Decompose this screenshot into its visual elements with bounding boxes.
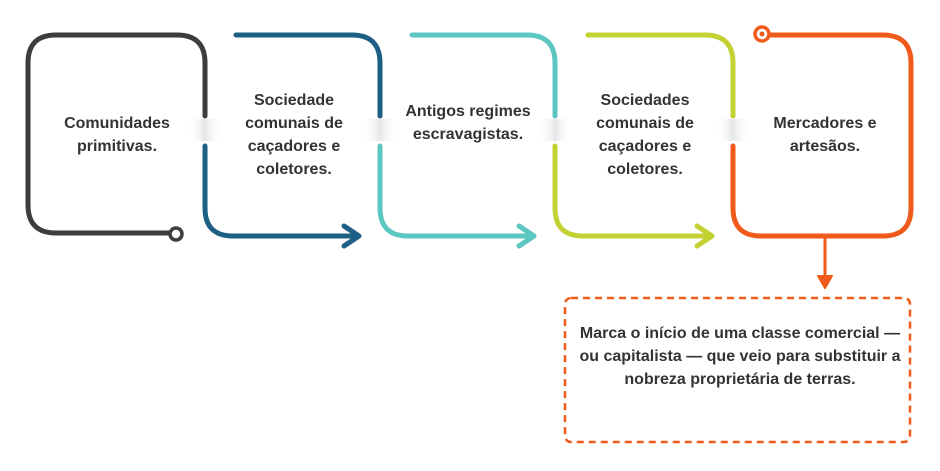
start-circle-icon	[168, 226, 184, 242]
step-1-label: Comunidades primitivas.	[64, 115, 170, 155]
stage-2-line	[202, 143, 360, 239]
note-box-border	[563, 296, 912, 444]
stage-4-top-line	[585, 32, 736, 119]
connector-fade-4	[716, 119, 750, 141]
stage-1-line	[25, 32, 208, 236]
step-5-label: Mercadores e artesãos.	[773, 115, 877, 155]
connector-fade-2	[363, 119, 397, 141]
stage-4-arrow-icon	[694, 223, 715, 249]
stage-3-top-line	[409, 32, 558, 119]
stage-2-arrow-icon	[341, 223, 362, 249]
stage-2-top-line	[233, 32, 383, 119]
connector-fade-3	[538, 119, 572, 141]
step-4-label: Sociedades comunais de caçadores e colet…	[596, 92, 694, 178]
note-text: Marca o início de uma classe comercial —…	[579, 325, 901, 388]
stage-5-line	[730, 32, 914, 239]
down-arrow-icon	[817, 275, 833, 289]
step-2-label: Sociedade comunais de caçadores e coleto…	[245, 92, 343, 178]
stage-3-arrow-icon	[516, 223, 537, 249]
end-circle-dot-icon	[759, 31, 765, 37]
stage-3-line	[377, 143, 535, 239]
stage-4-line	[552, 143, 713, 239]
connector-fade-1	[188, 119, 222, 141]
step-3-label: Antigos regimes escravagistas.	[405, 103, 531, 143]
